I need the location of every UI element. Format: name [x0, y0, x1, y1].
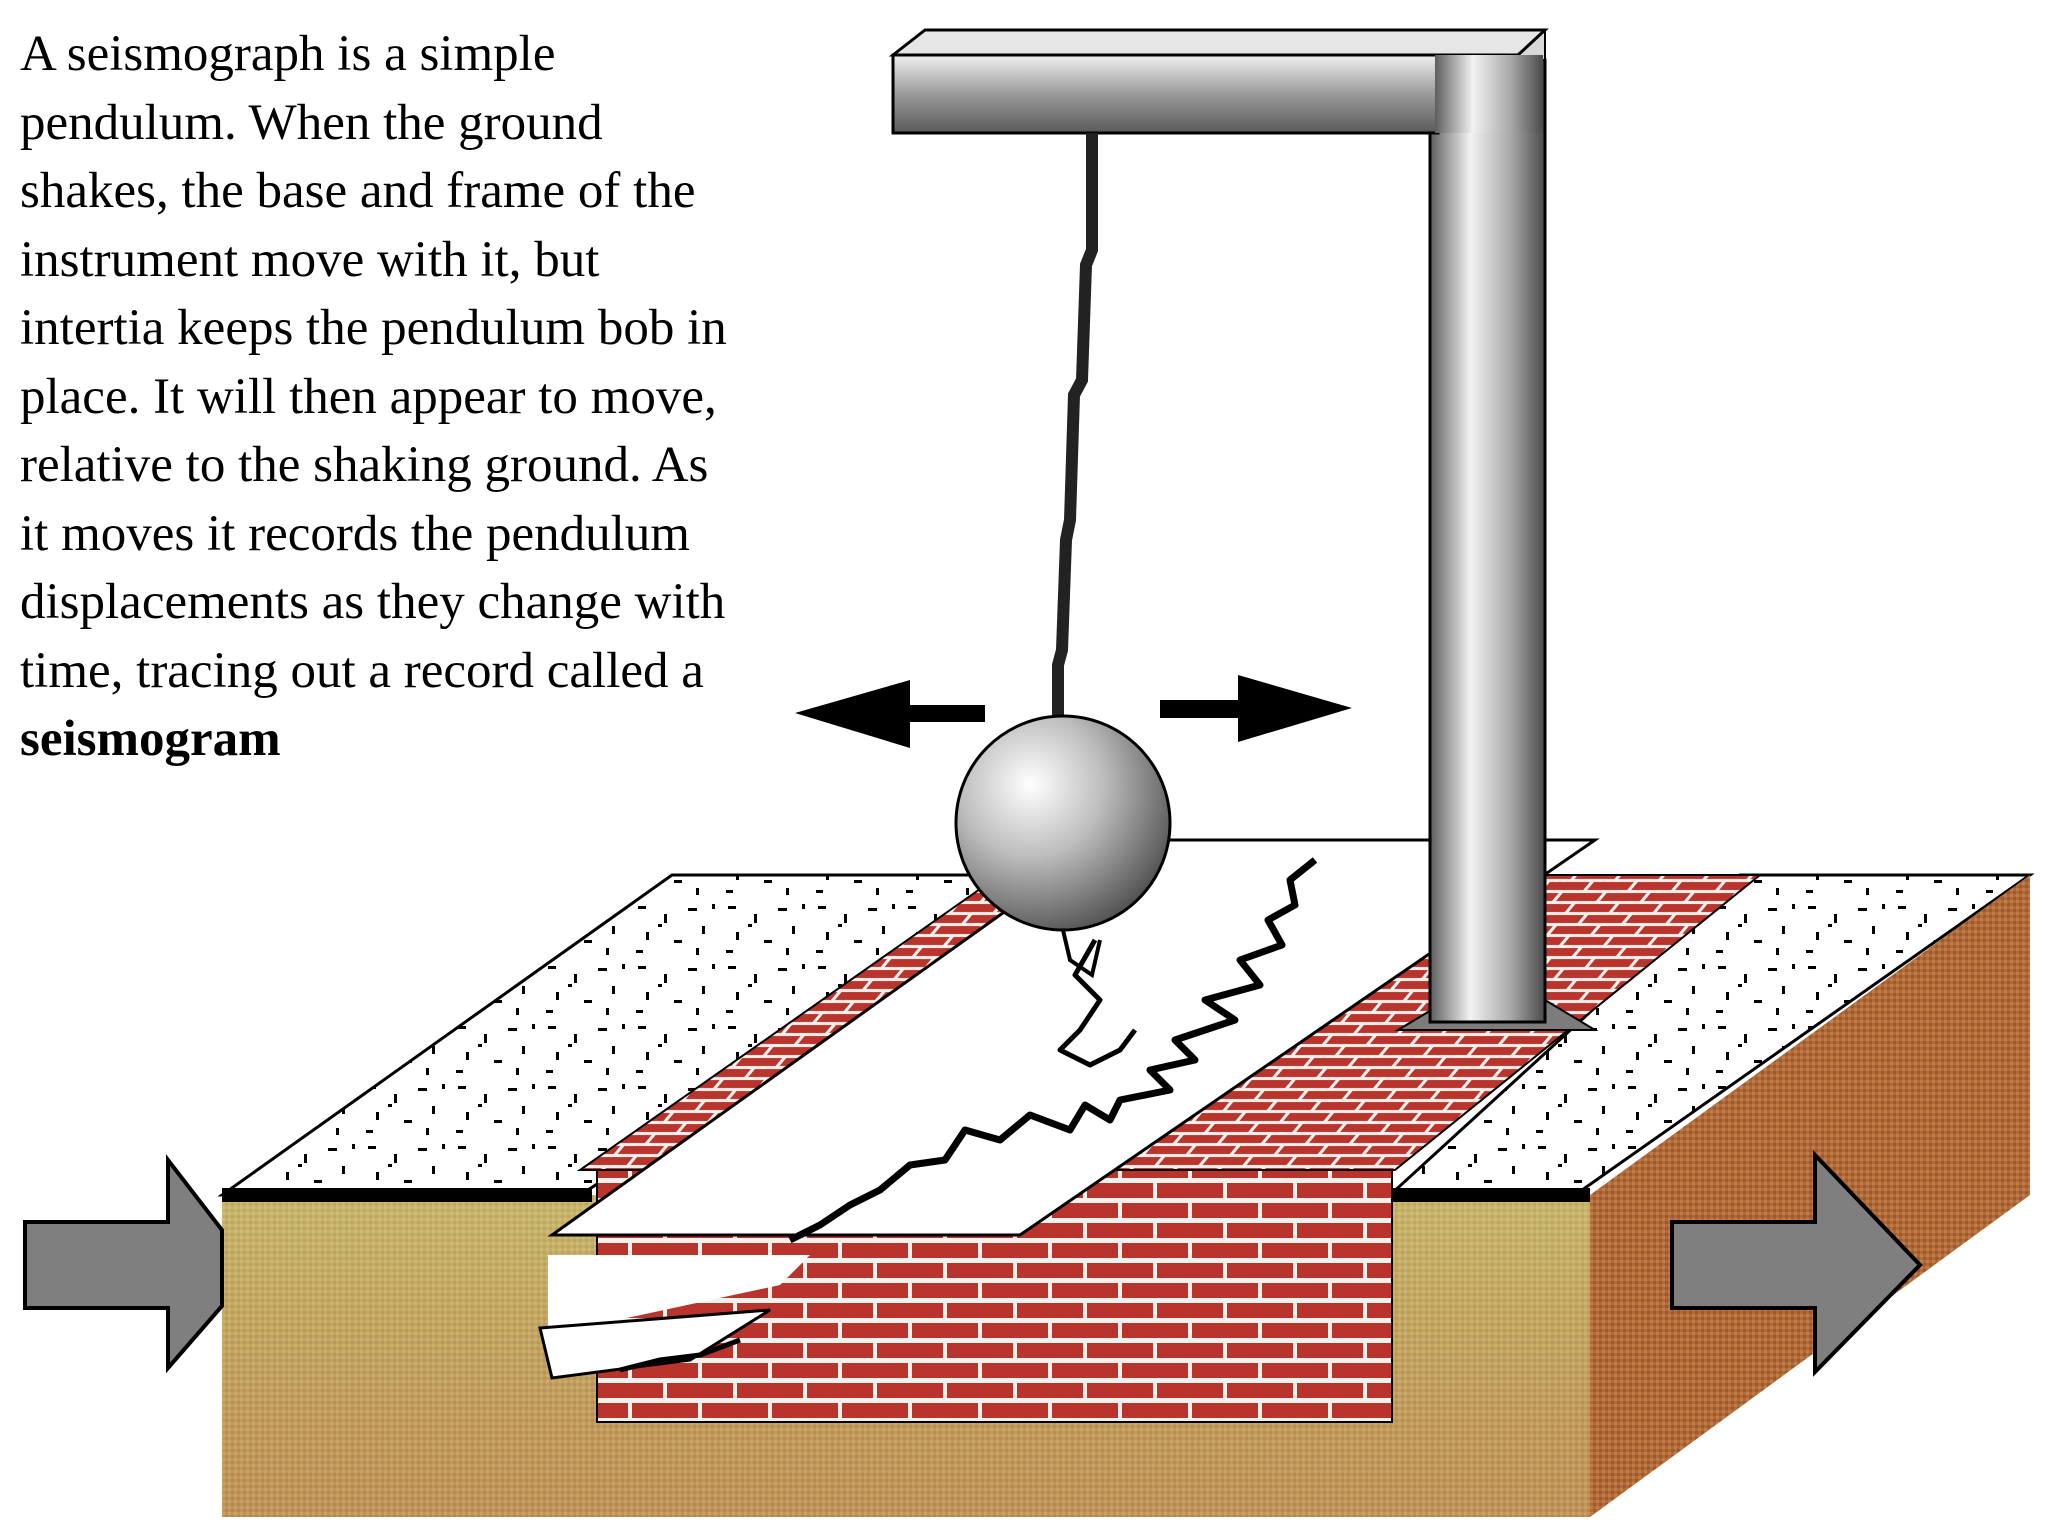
- arrow-right-right-side-icon: [1670, 1150, 1923, 1377]
- caption-line: relative to the shaking ground. As: [20, 437, 709, 493]
- caption-line: instrument move with it, but: [20, 231, 600, 288]
- caption-line: pendulum. When the ground: [20, 94, 603, 151]
- caption-line: A seismograph is a simple: [20, 26, 556, 82]
- arrow-right-left-side-icon: [23, 1154, 224, 1374]
- pendulum-frame: [888, 28, 1599, 1031]
- bob-motion-arrows: [795, 675, 1352, 748]
- pendulum-bob: [954, 714, 1172, 979]
- caption-text: A seismograph is a simple pendulum. When…: [20, 20, 840, 774]
- caption-term-seismogram: seismogram: [20, 711, 281, 767]
- ground-motion-arrows: [23, 1150, 1923, 1377]
- caption-line: time, tracing out a record called a: [20, 642, 704, 699]
- caption-line: shakes, the base and frame of the: [20, 163, 696, 219]
- caption-line: intertia keeps the pendulum bob in: [20, 300, 727, 356]
- seismogram-trace: [619, 857, 1318, 1373]
- pendulum-string: [1052, 133, 1098, 755]
- caption-line: displacements as they change with: [20, 574, 726, 630]
- soil-side-face: [1590, 875, 2030, 1517]
- arrow-right-icon: [1160, 675, 1352, 742]
- ground-edge: [222, 1188, 1590, 1202]
- caption-line: it moves it records the pendulum: [20, 505, 690, 562]
- arrow-left-icon: [795, 680, 985, 748]
- caption-line: place. It will then appear to move,: [20, 368, 717, 425]
